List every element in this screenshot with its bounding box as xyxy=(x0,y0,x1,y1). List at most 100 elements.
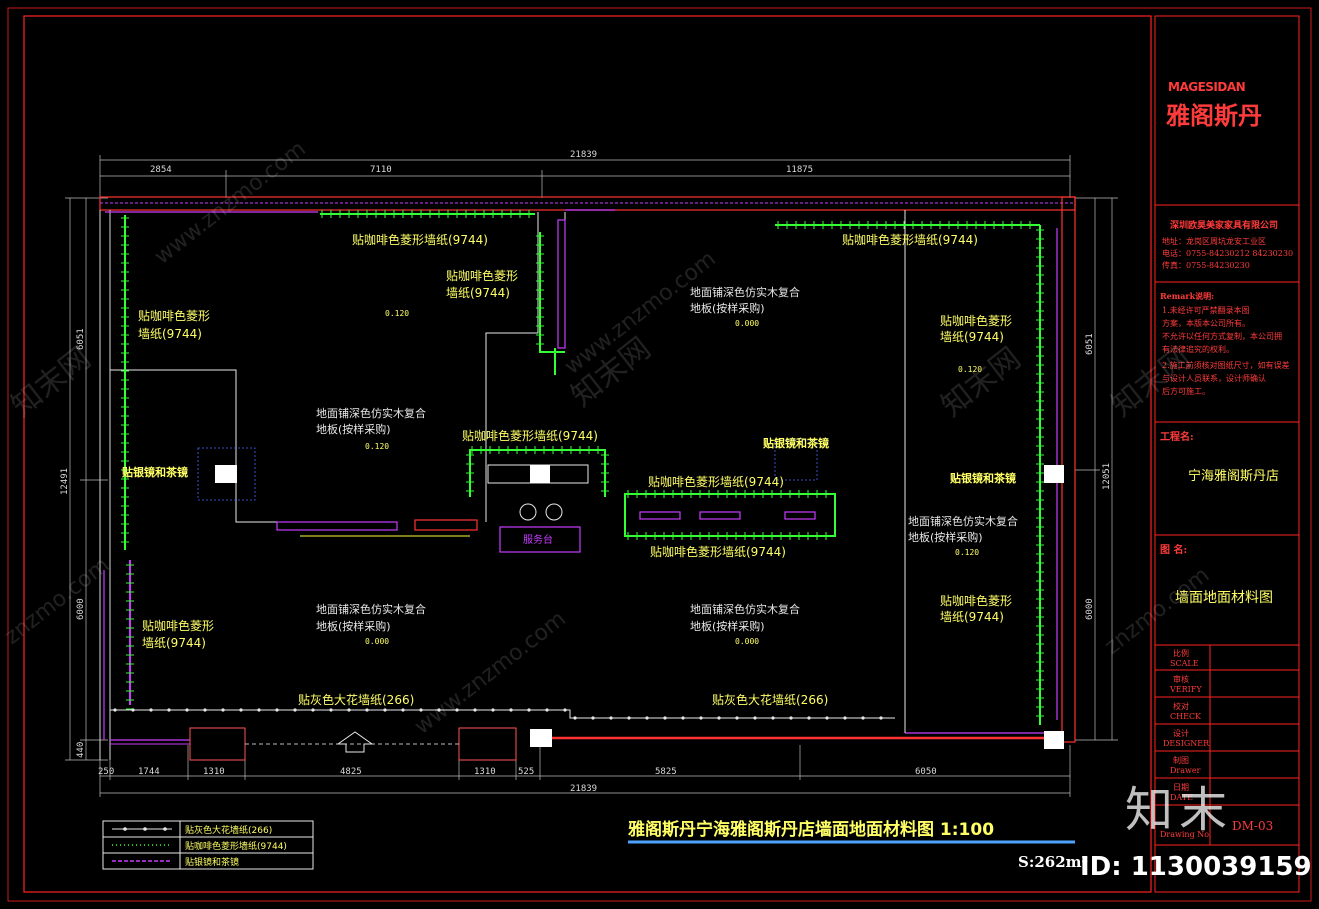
floor-label-line1: 地面铺深色仿实木复合 xyxy=(908,514,1018,528)
project-label: 工程名: xyxy=(1160,432,1194,443)
dim-bottom-total: 21839 xyxy=(570,784,597,794)
mirror-zone xyxy=(774,439,818,481)
company-fax: 传真：0755-84230230 xyxy=(1162,261,1250,270)
company-name: 深圳欧昊美家家具有限公司 xyxy=(1170,221,1279,231)
company-address: 地址：龙岗区周坑龙安工业区 xyxy=(1162,237,1266,246)
row-verify-cn: 审核 xyxy=(1173,675,1189,684)
dim-top-1: 2854 xyxy=(150,165,172,175)
drawing-no-label: Drawing No. xyxy=(1160,830,1212,839)
note-line: 1.未经许可严禁翻录本图 xyxy=(1162,306,1250,315)
wallpaper-label-line2: 墙纸(9744) xyxy=(446,286,510,300)
column-block xyxy=(530,729,552,747)
stool xyxy=(545,503,563,521)
row-verify-en: VERIFY xyxy=(1170,685,1202,694)
gray-wallpaper-run xyxy=(113,708,883,720)
dim-top-total: 21839 xyxy=(570,150,597,160)
level-mark: 0.120 xyxy=(385,309,409,318)
row-date-en: DATE xyxy=(1170,793,1193,802)
dim-top-2: 7110 xyxy=(370,165,392,175)
level-mark: 0.000 xyxy=(735,319,759,328)
right-dimensions xyxy=(1075,197,1118,741)
red-wall-segment xyxy=(414,519,478,531)
wallpaper-label-line2: 墙纸(9744) xyxy=(138,327,202,341)
dim-bottom-8: 6050 xyxy=(915,767,937,777)
dim-bottom-5: 1310 xyxy=(474,767,496,777)
wallpaper-label-line1: 贴咖啡色菱形 xyxy=(940,593,1012,608)
drawing-no: DM-03 xyxy=(1232,819,1274,833)
drawing-frame xyxy=(23,15,1152,893)
outer-border xyxy=(7,7,1312,902)
dim-right-2: 6000 xyxy=(1085,598,1095,620)
dim-bottom-2: 1744 xyxy=(138,767,160,777)
wallpaper-label-line1: 贴咖啡色菱形 xyxy=(446,268,518,283)
level-mark: 0.000 xyxy=(365,637,389,646)
entrance-columns xyxy=(189,727,517,761)
top-dimensions xyxy=(99,155,1071,198)
brand-cn: 雅阁斯丹 xyxy=(1166,102,1262,130)
row-date-cn: 日期 xyxy=(1173,783,1189,792)
floor-label-line2: 地板(按样采购) xyxy=(316,422,391,436)
title-block-frame xyxy=(1154,15,1300,893)
floor-label-line1: 地面铺深色仿实木复合 xyxy=(316,602,426,616)
service-counter xyxy=(499,526,581,553)
wallpaper-label-line1: 贴咖啡色菱形 xyxy=(940,313,1012,328)
floor-label-line1: 地面铺深色仿实木复合 xyxy=(316,406,426,420)
watermark-logo: 知末 xyxy=(1125,782,1234,838)
coffee-wallpaper-runs xyxy=(124,213,1041,725)
entrance-arrow xyxy=(336,731,374,753)
dim-right-1: 6051 xyxy=(1085,333,1095,355)
row-designer-en: DESIGNER xyxy=(1163,739,1210,748)
note-line: 不允许以任何方式复制，本公司拥 xyxy=(1162,332,1282,341)
brand-en: MAGESIDAN xyxy=(1168,80,1246,94)
column-block xyxy=(215,465,237,483)
row-check-en: CHECK xyxy=(1170,712,1202,721)
floor-label-line1: 地面铺深色仿实木复合 xyxy=(690,602,800,616)
wallpaper-ticks xyxy=(121,210,1044,717)
notes-title: Remark说明: xyxy=(1160,291,1215,301)
project-name: 宁海雅阁斯丹店 xyxy=(1188,469,1280,484)
area-label: S:262m² xyxy=(1018,853,1088,871)
drawing-name: 墙面地面材料图 xyxy=(1175,590,1273,606)
dim-bottom-6: 525 xyxy=(518,767,534,777)
floor-label-line1: 地面铺深色仿实木复合 xyxy=(690,285,800,299)
column-block xyxy=(1044,731,1064,749)
level-mark: 0.120 xyxy=(365,442,389,451)
wallpaper-label-line1: 贴咖啡色菱形 xyxy=(142,618,214,633)
mirror-zone xyxy=(197,447,256,501)
mirror-label: 贴银镜和茶镜 xyxy=(762,436,829,450)
mirror-label: 贴银镜和茶镜 xyxy=(949,471,1016,485)
legend-label: 贴咖啡色菱形墙纸(9744) xyxy=(185,840,287,852)
dim-right-total: 12051 xyxy=(1102,463,1112,490)
drawing-label: 图 名: xyxy=(1160,545,1188,556)
wallpaper-label: 贴咖啡色菱形墙纸(9744) xyxy=(650,544,786,559)
mirror-label: 贴银镜和茶镜 xyxy=(121,465,188,479)
row-scale-cn: 比例 xyxy=(1173,649,1189,658)
column-block xyxy=(530,465,550,483)
note-line: 与设计人员联系，设计师确认 xyxy=(1162,374,1266,383)
legend-label: 贴银镜和茶镜 xyxy=(185,856,239,868)
wallpaper-label: 贴咖啡色菱形墙纸(9744) xyxy=(648,474,784,489)
service-counter-label: 服务台 xyxy=(523,533,553,546)
row-designer-cn: 设计 xyxy=(1173,729,1189,738)
note-line: 有法律追究的权利。 xyxy=(1162,345,1234,354)
mirror-walls xyxy=(103,209,1058,740)
legend-label: 贴灰色大花墙纸(266) xyxy=(185,824,272,836)
floor-label-line2: 地板(按样采购) xyxy=(690,301,765,315)
floor-label-line2: 地板(按样采购) xyxy=(908,530,983,544)
wallpaper-label-line2: 墙纸(9744) xyxy=(940,330,1004,344)
wallpaper-label: 贴咖啡色菱形墙纸(9744) xyxy=(462,428,598,443)
drawing-main-title: 雅阁斯丹宁海雅阁斯丹店墙面地面材料图 1:100 xyxy=(627,819,994,840)
dim-left-1: 6051 xyxy=(76,328,86,350)
watermark-id: ID: 1130039159 xyxy=(1080,852,1312,882)
level-mark: 0.120 xyxy=(958,365,982,374)
dim-bottom-3: 1310 xyxy=(203,767,225,777)
row-drawer-en: Drawer xyxy=(1170,766,1201,775)
wallpaper-label-line1: 贴咖啡色菱形 xyxy=(138,308,210,323)
level-mark: 0.000 xyxy=(735,637,759,646)
wallpaper-label-line2: 墙纸(9744) xyxy=(940,610,1004,624)
stool xyxy=(519,503,537,521)
dim-left-2: 6000 xyxy=(76,598,86,620)
dim-bottom-7: 5825 xyxy=(655,767,677,777)
